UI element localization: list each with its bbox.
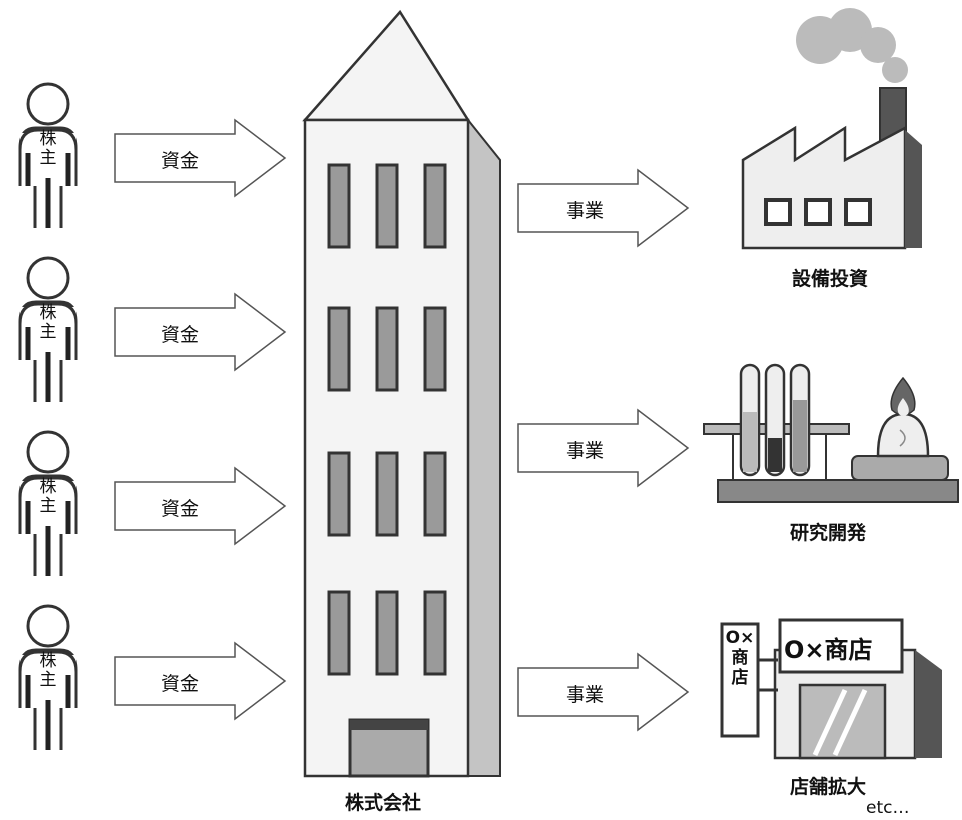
shareholder-label: 株主	[39, 651, 57, 690]
factory-icon	[741, 8, 922, 250]
shareholder-label: 株主	[39, 477, 57, 516]
business-caption: 設備投資	[792, 268, 869, 290]
company-building-icon	[302, 9, 501, 778]
business-label: 事業	[565, 684, 604, 706]
company-label: 株式会社	[345, 792, 422, 814]
funding-label: 資金	[160, 324, 199, 346]
funding-label: 資金	[160, 498, 199, 520]
funding-label: 資金	[160, 150, 199, 172]
business-label: 事業	[565, 440, 604, 462]
business-caption: 店舗拡大	[790, 776, 867, 798]
business-caption: 研究開発	[790, 522, 867, 544]
business-label: 事業	[565, 200, 604, 222]
shareholder-label: 株主	[39, 303, 57, 342]
shareholder-label: 株主	[39, 129, 57, 168]
funding-label: 資金	[160, 673, 199, 695]
store-icon	[720, 618, 942, 760]
laboratory-icon	[703, 363, 959, 503]
store-sign-horizontal: O×商店	[784, 636, 873, 664]
etc-label: etc…	[866, 798, 910, 818]
store-sign-vertical: O×商店	[725, 628, 755, 688]
